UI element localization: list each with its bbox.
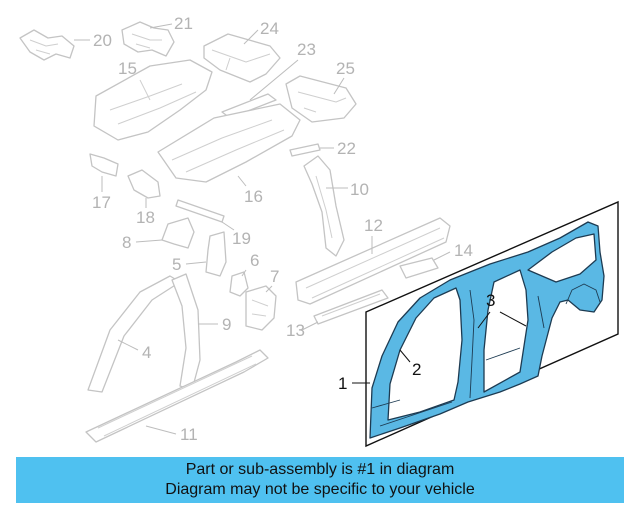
- parts-diagram: 20 21 24 23 15 25 22 10 16 17 18 19 12 8…: [19, 14, 619, 448]
- part-4-inner-pillar: [87, 275, 181, 393]
- banner-line-2: Diagram may not be specific to your vehi…: [165, 481, 475, 498]
- leader-14: [433, 251, 451, 261]
- callout-19: 19: [232, 229, 251, 248]
- part-8-bracket: [161, 217, 195, 249]
- callout-21: 21: [174, 14, 193, 33]
- callout-9: 9: [222, 315, 231, 334]
- part-11-rocker: [85, 349, 269, 443]
- part-12-rocker-reinforcement: [295, 217, 451, 305]
- callout-12: 12: [364, 216, 383, 235]
- callout-16: 16: [244, 187, 263, 206]
- callout-17: 17: [92, 193, 111, 212]
- callout-14: 14: [454, 241, 473, 260]
- part-1-body-side-outer[interactable]: [369, 221, 605, 439]
- part-18-bracket: [127, 169, 161, 199]
- callout-1[interactable]: 1: [338, 374, 347, 393]
- active-callouts: 1 2 3: [338, 291, 527, 393]
- callout-15: 15: [118, 59, 137, 78]
- callout-10: 10: [350, 180, 369, 199]
- leader-23: [249, 59, 299, 101]
- leader-19: [221, 221, 235, 231]
- part-21-bracket: [121, 21, 175, 57]
- callout-5: 5: [172, 255, 181, 274]
- callout-6: 6: [250, 251, 259, 270]
- part-14-bracket: [399, 257, 439, 279]
- part-15-floor-pan: [93, 59, 213, 141]
- leader-4: [117, 339, 139, 351]
- part-6-bracket: [229, 271, 249, 297]
- leader-3b: [499, 311, 527, 327]
- callout-18: 18: [136, 208, 155, 227]
- part-7-lower-piece: [245, 285, 277, 331]
- callout-4: 4: [142, 343, 151, 362]
- leader-11: [145, 425, 177, 435]
- leader-24: [243, 29, 259, 45]
- banner-line-1: Part or sub-assembly is #1 in diagram: [185, 461, 455, 478]
- leader-8: [135, 239, 163, 243]
- callout-3[interactable]: 3: [486, 291, 495, 310]
- part-10-pillar-reinforcement: [303, 155, 345, 257]
- part-5-pillar-piece: [205, 231, 227, 277]
- callout-13: 13: [286, 321, 305, 340]
- leader-5: [185, 261, 207, 265]
- part-20-bracket: [19, 29, 75, 61]
- leader-2: [399, 349, 411, 363]
- callout-22: 22: [337, 139, 356, 158]
- part-19-strip: [175, 199, 225, 223]
- part-9-b-pillar: [171, 273, 201, 391]
- part-17-bracket: [89, 153, 119, 177]
- ghost-callouts: 20 21 24 23 15 25 22 10 16 17 18 19 12 8…: [74, 14, 473, 444]
- callout-20: 20: [93, 31, 112, 50]
- part-22-plate: [289, 143, 321, 157]
- leader-16: [237, 175, 247, 187]
- callout-24: 24: [260, 19, 279, 38]
- leader-21: [149, 23, 173, 29]
- callout-7: 7: [270, 267, 279, 286]
- callout-23: 23: [297, 40, 316, 59]
- callout-8: 8: [122, 233, 131, 252]
- leader-3a: [477, 311, 491, 329]
- leader-6: [241, 269, 247, 277]
- callout-2[interactable]: 2: [412, 360, 421, 379]
- info-banner: Part or sub-assembly is #1 in diagram Di…: [16, 457, 624, 503]
- callout-11: 11: [180, 425, 198, 444]
- leader-13: [301, 321, 319, 331]
- part-16-front-floor: [157, 103, 301, 183]
- callout-25: 25: [336, 59, 355, 78]
- leader-25: [333, 77, 345, 95]
- part-13-strip: [313, 289, 389, 325]
- part-24-box-member: [203, 33, 281, 83]
- leader-7: [265, 285, 273, 293]
- part-25-rear-box: [285, 75, 357, 123]
